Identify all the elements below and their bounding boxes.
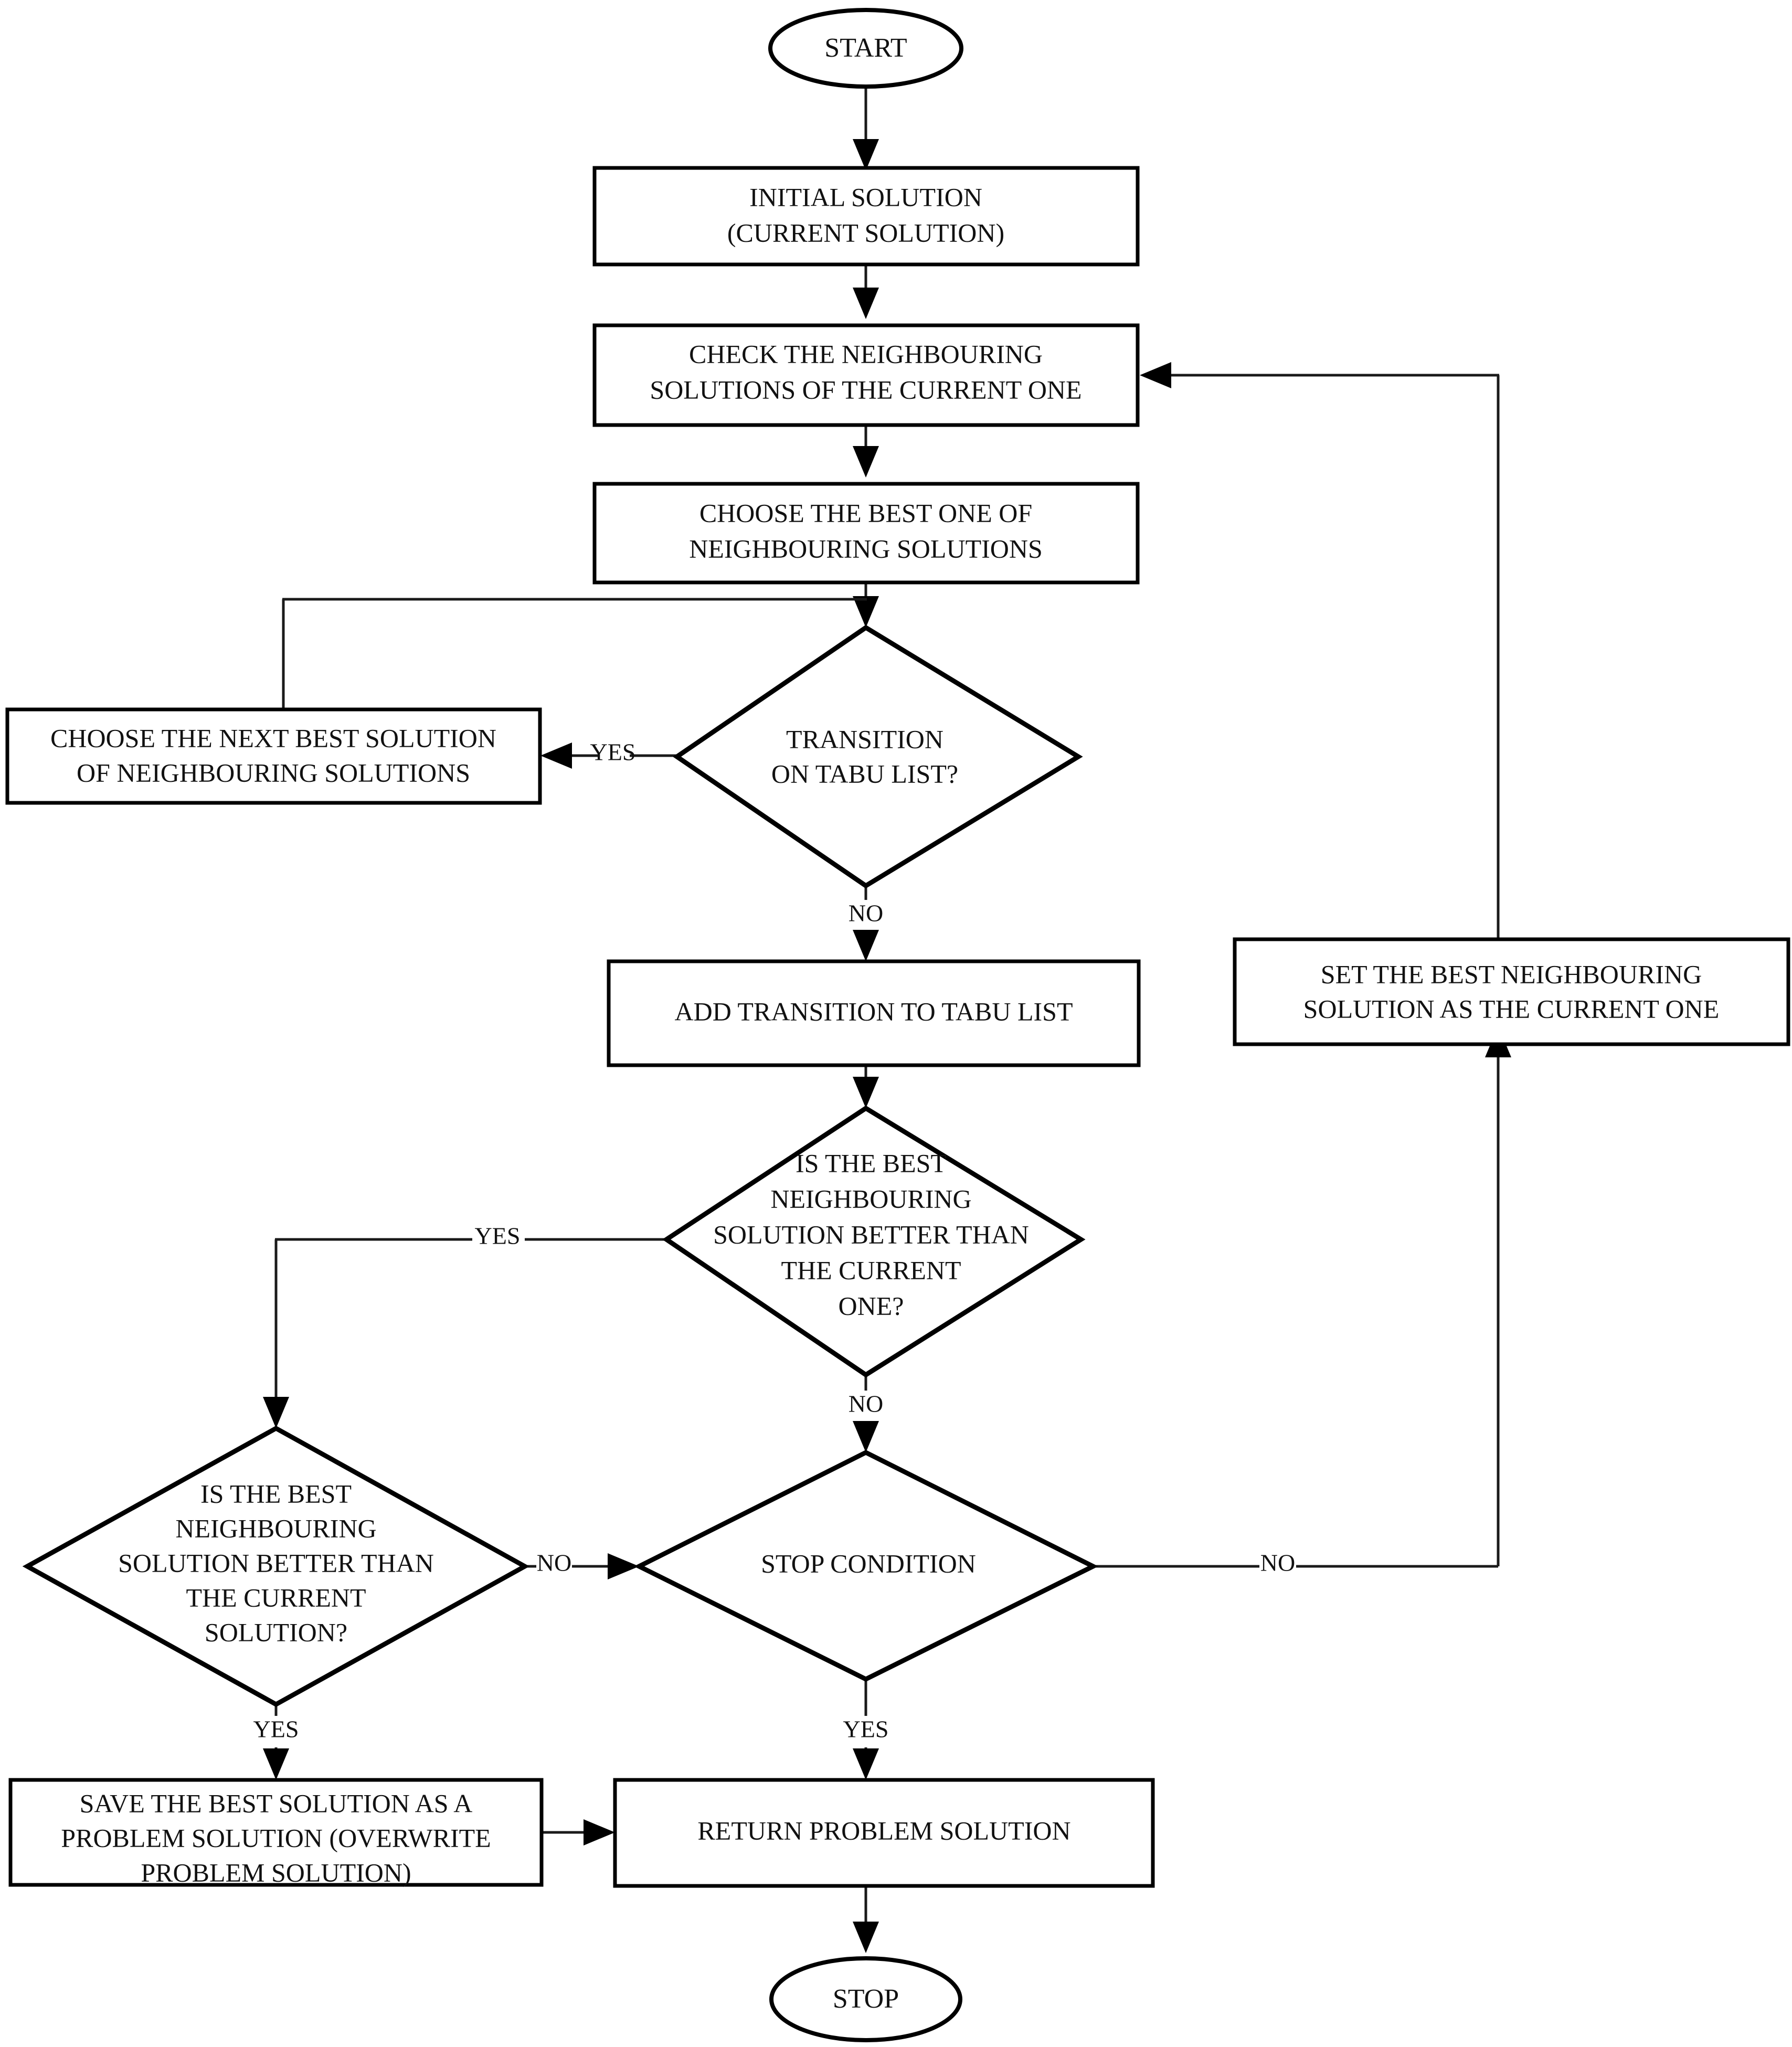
edge-set-current-to-check	[1140, 362, 1500, 939]
node-check-neighbouring[interactable]: CHECK THE NEIGHBOURING SOLUTIONS OF THE …	[592, 323, 1140, 427]
node-stop-label: STOP	[833, 1984, 899, 2014]
edge-start-to-initial	[853, 87, 879, 171]
node-add-transition-line1: ADD TRANSITION TO TABU LIST	[675, 996, 1073, 1026]
node-stop[interactable]: STOP	[769, 1956, 962, 2042]
node-choose-best-line2: NEIGHBOURING SOLUTIONS	[689, 534, 1043, 563]
node-tabu-decision[interactable]: TRANSITION ON TABU LIST?	[673, 624, 1083, 889]
edge-tabu-yes-to-choose-next	[540, 743, 677, 769]
node-return-solution[interactable]: RETURN PROBLEM SOLUTION	[613, 1778, 1155, 1888]
edge-label-tabu-yes: YES	[590, 739, 636, 766]
edge-label-stop-condition-no: NO	[1260, 1550, 1295, 1576]
edge-label-better-one-yes: YES	[475, 1223, 521, 1249]
edge-label-better-solution-no: NO	[537, 1550, 571, 1576]
node-choose-next-best[interactable]: CHOOSE THE NEXT BEST SOLUTION OF NEIGHBO…	[5, 707, 542, 805]
edge-stop-condition-no-to-check	[1093, 1064, 1500, 1568]
node-add-transition[interactable]: ADD TRANSITION TO TABU LIST	[607, 959, 1141, 1067]
node-start[interactable]: START	[768, 8, 963, 89]
node-initial-solution-line2: (CURRENT SOLUTION)	[727, 218, 1004, 247]
edge-choose-best-to-tabu	[853, 581, 879, 628]
edge-choose-next-back-to-tabu	[282, 598, 867, 709]
edge-check-to-choose-best	[853, 424, 879, 478]
node-check-neighbouring-line2: SOLUTIONS OF THE CURRENT ONE	[650, 375, 1081, 404]
node-return-solution-line1: RETURN PROBLEM SOLUTION	[697, 1816, 1070, 1845]
node-better-than-current-solution[interactable]: IS THE BEST NEIGHBOURING SOLUTION BETTER…	[22, 1425, 530, 1707]
node-choose-next-best-line2: OF NEIGHBOURING SOLUTIONS	[77, 758, 470, 787]
node-set-current-line2: SOLUTION AS THE CURRENT ONE	[1303, 994, 1720, 1023]
node-initial-solution-line1: INITIAL SOLUTION	[749, 182, 982, 211]
node-better-one-line5: ONE?	[839, 1291, 904, 1320]
edge-better-one-yes-to-better-solution	[263, 1238, 666, 1428]
edge-save-best-to-return	[542, 1819, 615, 1846]
node-better-one-line1: IS THE BEST	[796, 1148, 947, 1178]
node-better-one-line3: SOLUTION BETTER THAN	[713, 1219, 1029, 1249]
node-save-best-line3: PROBLEM SOLUTION)	[141, 1858, 411, 1887]
node-set-current[interactable]: SET THE BEST NEIGHBOURING SOLUTION AS TH…	[1233, 937, 1790, 1046]
node-better-solution-line1: IS THE BEST	[200, 1479, 352, 1508]
node-save-best-solution[interactable]: SAVE THE BEST SOLUTION AS A PROBLEM SOLU…	[8, 1778, 544, 1887]
node-save-best-line2: PROBLEM SOLUTION (OVERWRITE	[61, 1823, 491, 1852]
node-choose-best[interactable]: CHOOSE THE BEST ONE OF NEIGHBOURING SOLU…	[592, 482, 1140, 585]
node-stop-condition-line1: STOP CONDITION	[761, 1548, 976, 1578]
edge-label-better-solution-yes: YES	[253, 1716, 299, 1743]
edge-label-stop-condition-yes: YES	[843, 1716, 889, 1743]
node-set-current-line1: SET THE BEST NEIGHBOURING	[1321, 959, 1702, 989]
edge-initial-to-check	[853, 262, 879, 319]
node-check-neighbouring-line1: CHECK THE NEIGHBOURING	[689, 339, 1043, 368]
node-choose-next-best-line1: CHOOSE THE NEXT BEST SOLUTION	[50, 723, 496, 752]
node-better-solution-line3: SOLUTION BETTER THAN	[118, 1548, 434, 1577]
node-better-one-line4: THE CURRENT	[781, 1255, 961, 1285]
node-save-best-line1: SAVE THE BEST SOLUTION AS A	[80, 1788, 473, 1818]
edge-add-transition-to-better-one	[853, 1065, 879, 1108]
edge-stop-condition-yes-to-return	[853, 1679, 879, 1780]
node-better-solution-line2: NEIGHBOURING	[175, 1513, 376, 1543]
node-better-solution-line5: SOLUTION?	[205, 1617, 347, 1647]
node-choose-best-line1: CHOOSE THE BEST ONE OF	[699, 498, 1032, 527]
node-initial-solution[interactable]: INITIAL SOLUTION (CURRENT SOLUTION)	[592, 166, 1140, 267]
node-better-than-current-one[interactable]: IS THE BEST NEIGHBOURING SOLUTION BETTER…	[662, 1105, 1086, 1378]
node-tabu-decision-line2: ON TABU LIST?	[771, 759, 958, 788]
node-better-solution-line4: THE CURRENT	[186, 1583, 366, 1612]
edge-label-better-one-no: NO	[849, 1391, 883, 1417]
node-better-one-line2: NEIGHBOURING	[770, 1184, 971, 1213]
node-tabu-decision-line1: TRANSITION	[786, 724, 943, 754]
edge-label-tabu-no: NO	[849, 900, 883, 927]
node-start-label: START	[824, 33, 907, 63]
edge-return-to-stop	[853, 1886, 879, 1953]
node-stop-condition[interactable]: STOP CONDITION	[633, 1449, 1099, 1682]
